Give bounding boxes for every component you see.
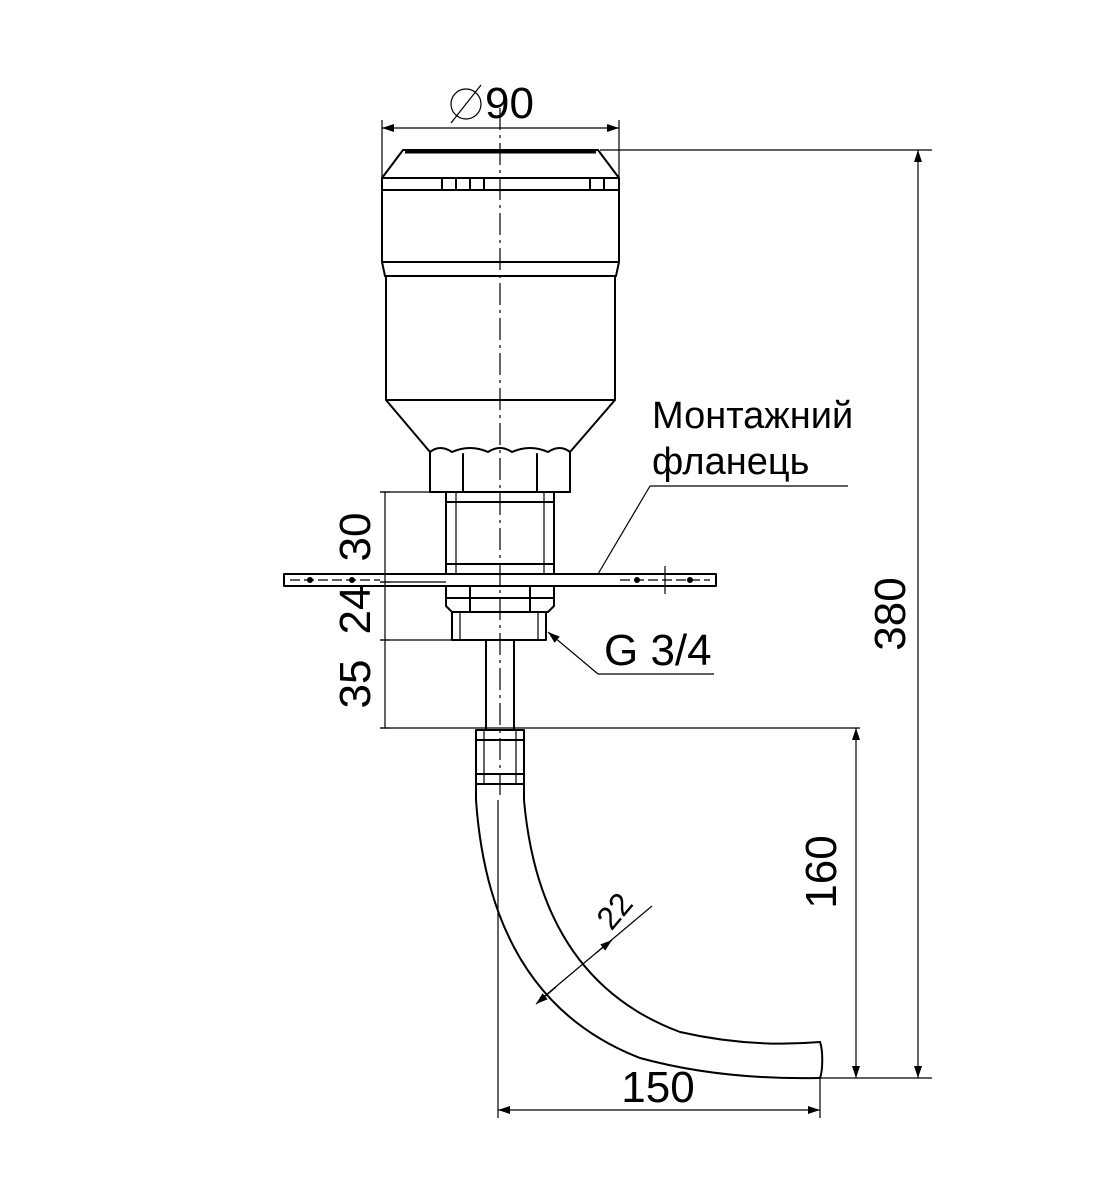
horizontal-reach-dimension [497, 800, 821, 1118]
flange-leader [597, 485, 848, 575]
left-dimensions [380, 491, 860, 729]
horizontal-reach-value: 150 [621, 1063, 694, 1112]
cap-notch-left [441, 177, 457, 191]
mid-section-value: 24 [331, 586, 380, 635]
lower-section-value: 35 [331, 660, 380, 709]
diameter-dimension [381, 84, 620, 178]
total-height-dimension [600, 149, 932, 1079]
diameter-symbol-icon [450, 88, 482, 120]
rod [485, 639, 515, 731]
flange-label-line1: Монтажний [652, 395, 853, 437]
bend-height-value: 160 [797, 835, 846, 908]
thread-leader [547, 631, 714, 675]
cap-notch-mid [469, 177, 485, 191]
tube-width-value: 22 [589, 886, 639, 936]
flange-label-line2: фланець [652, 441, 809, 483]
bent-tube [475, 783, 824, 1080]
thread-section [451, 611, 547, 641]
total-height-value: 380 [866, 577, 915, 650]
upper-section-value: 30 [331, 513, 380, 562]
tube-width-dimension [535, 905, 653, 1005]
thread-label: G 3/4 [604, 626, 712, 675]
cap-notch-right [589, 177, 605, 191]
housing-neck [429, 447, 571, 453]
diameter-value: 90 [485, 79, 534, 128]
